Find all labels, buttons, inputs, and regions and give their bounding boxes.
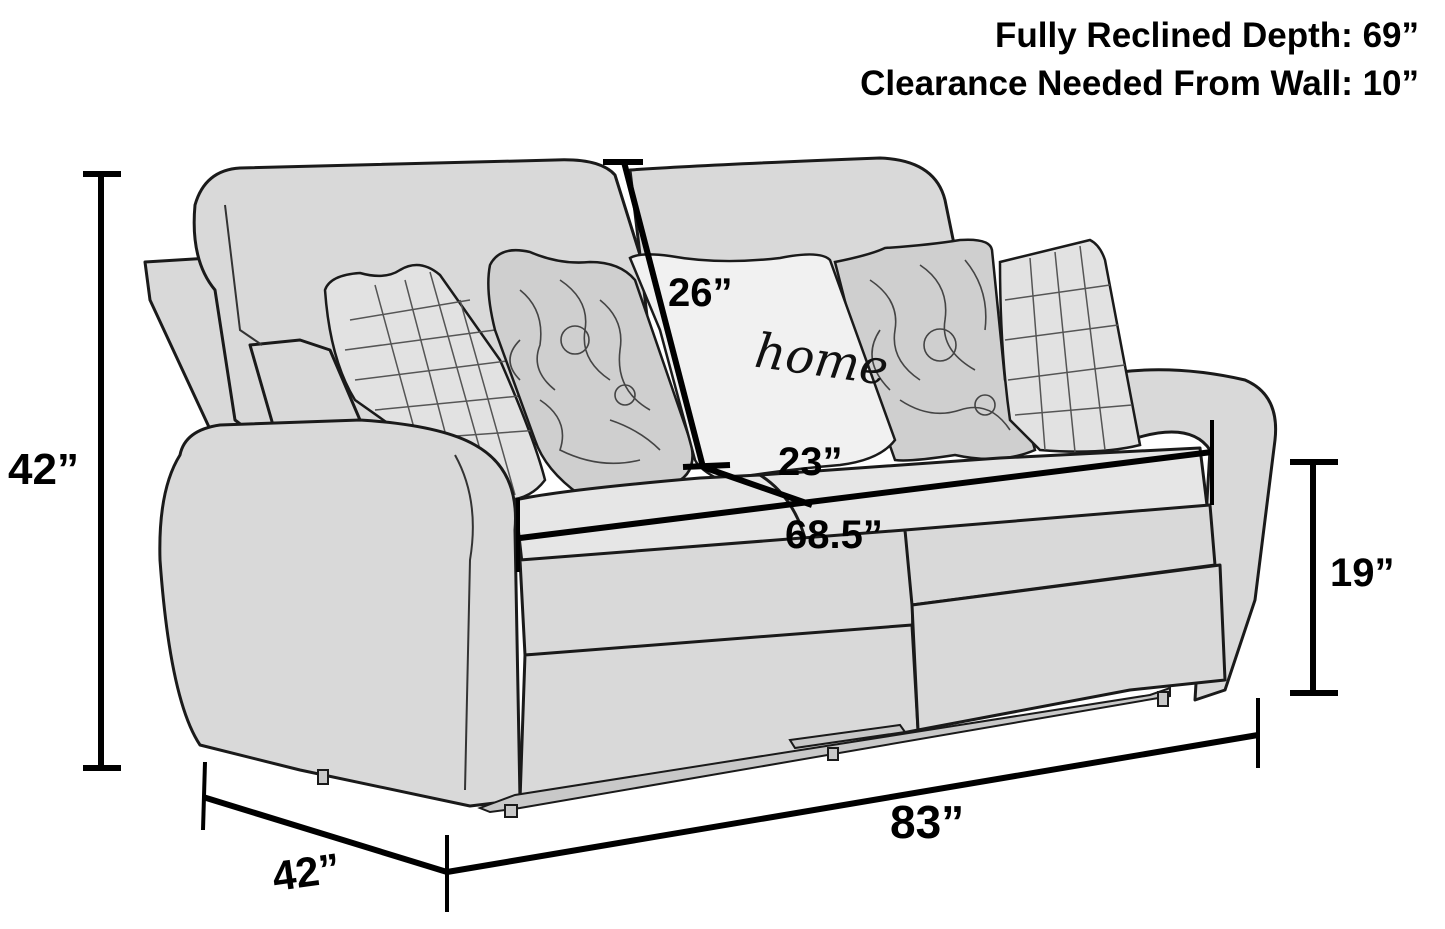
arm-seam <box>454 454 474 791</box>
dimension-overall-depth: 42” <box>201 761 449 912</box>
frame-crossbar <box>788 723 907 750</box>
left-inner-cushion <box>248 338 362 434</box>
sofa-leg-left <box>317 769 329 785</box>
right-arm <box>1118 368 1278 702</box>
pillow-plaid-left <box>323 263 547 502</box>
recliner-front-right-lower <box>910 563 1227 732</box>
dimension-back-height: 26” <box>603 159 733 470</box>
back-seam <box>224 204 263 346</box>
back-height-label: 26” <box>668 271 733 315</box>
seat-height-label: 19” <box>1330 551 1395 595</box>
sofa-illustration: home <box>143 156 1278 818</box>
overall-height-label: 42” <box>8 445 79 494</box>
frame-foot-left <box>504 804 518 818</box>
seat-depth-label: 23” <box>778 440 843 484</box>
wall-clearance-label: Clearance Needed From Wall: 10” <box>860 64 1419 103</box>
overall-width-label: 83” <box>890 796 964 848</box>
pillow-plaid-right <box>998 238 1142 453</box>
left-arm <box>158 418 522 808</box>
dimension-overall-width: 83” <box>446 698 1260 875</box>
dimension-seat-width: 68.5” <box>516 420 1214 572</box>
frame-foot-right <box>1157 691 1169 707</box>
overall-depth-label: 42” <box>269 844 343 900</box>
recliner-frame <box>477 686 1171 814</box>
frame-foot-mid <box>827 747 839 761</box>
seat-width-label: 68.5” <box>785 513 883 557</box>
specs-header: Fully Reclined Depth: 69” Clearance Need… <box>860 12 1419 108</box>
pillow-paisley-left <box>487 248 694 498</box>
dimension-seat-height: 19” <box>1290 459 1395 696</box>
dimension-overall-height: 42” <box>8 171 121 771</box>
reclined-depth-label: Fully Reclined Depth: 69” <box>995 16 1419 55</box>
dimension-seat-depth: 23” <box>702 440 843 508</box>
